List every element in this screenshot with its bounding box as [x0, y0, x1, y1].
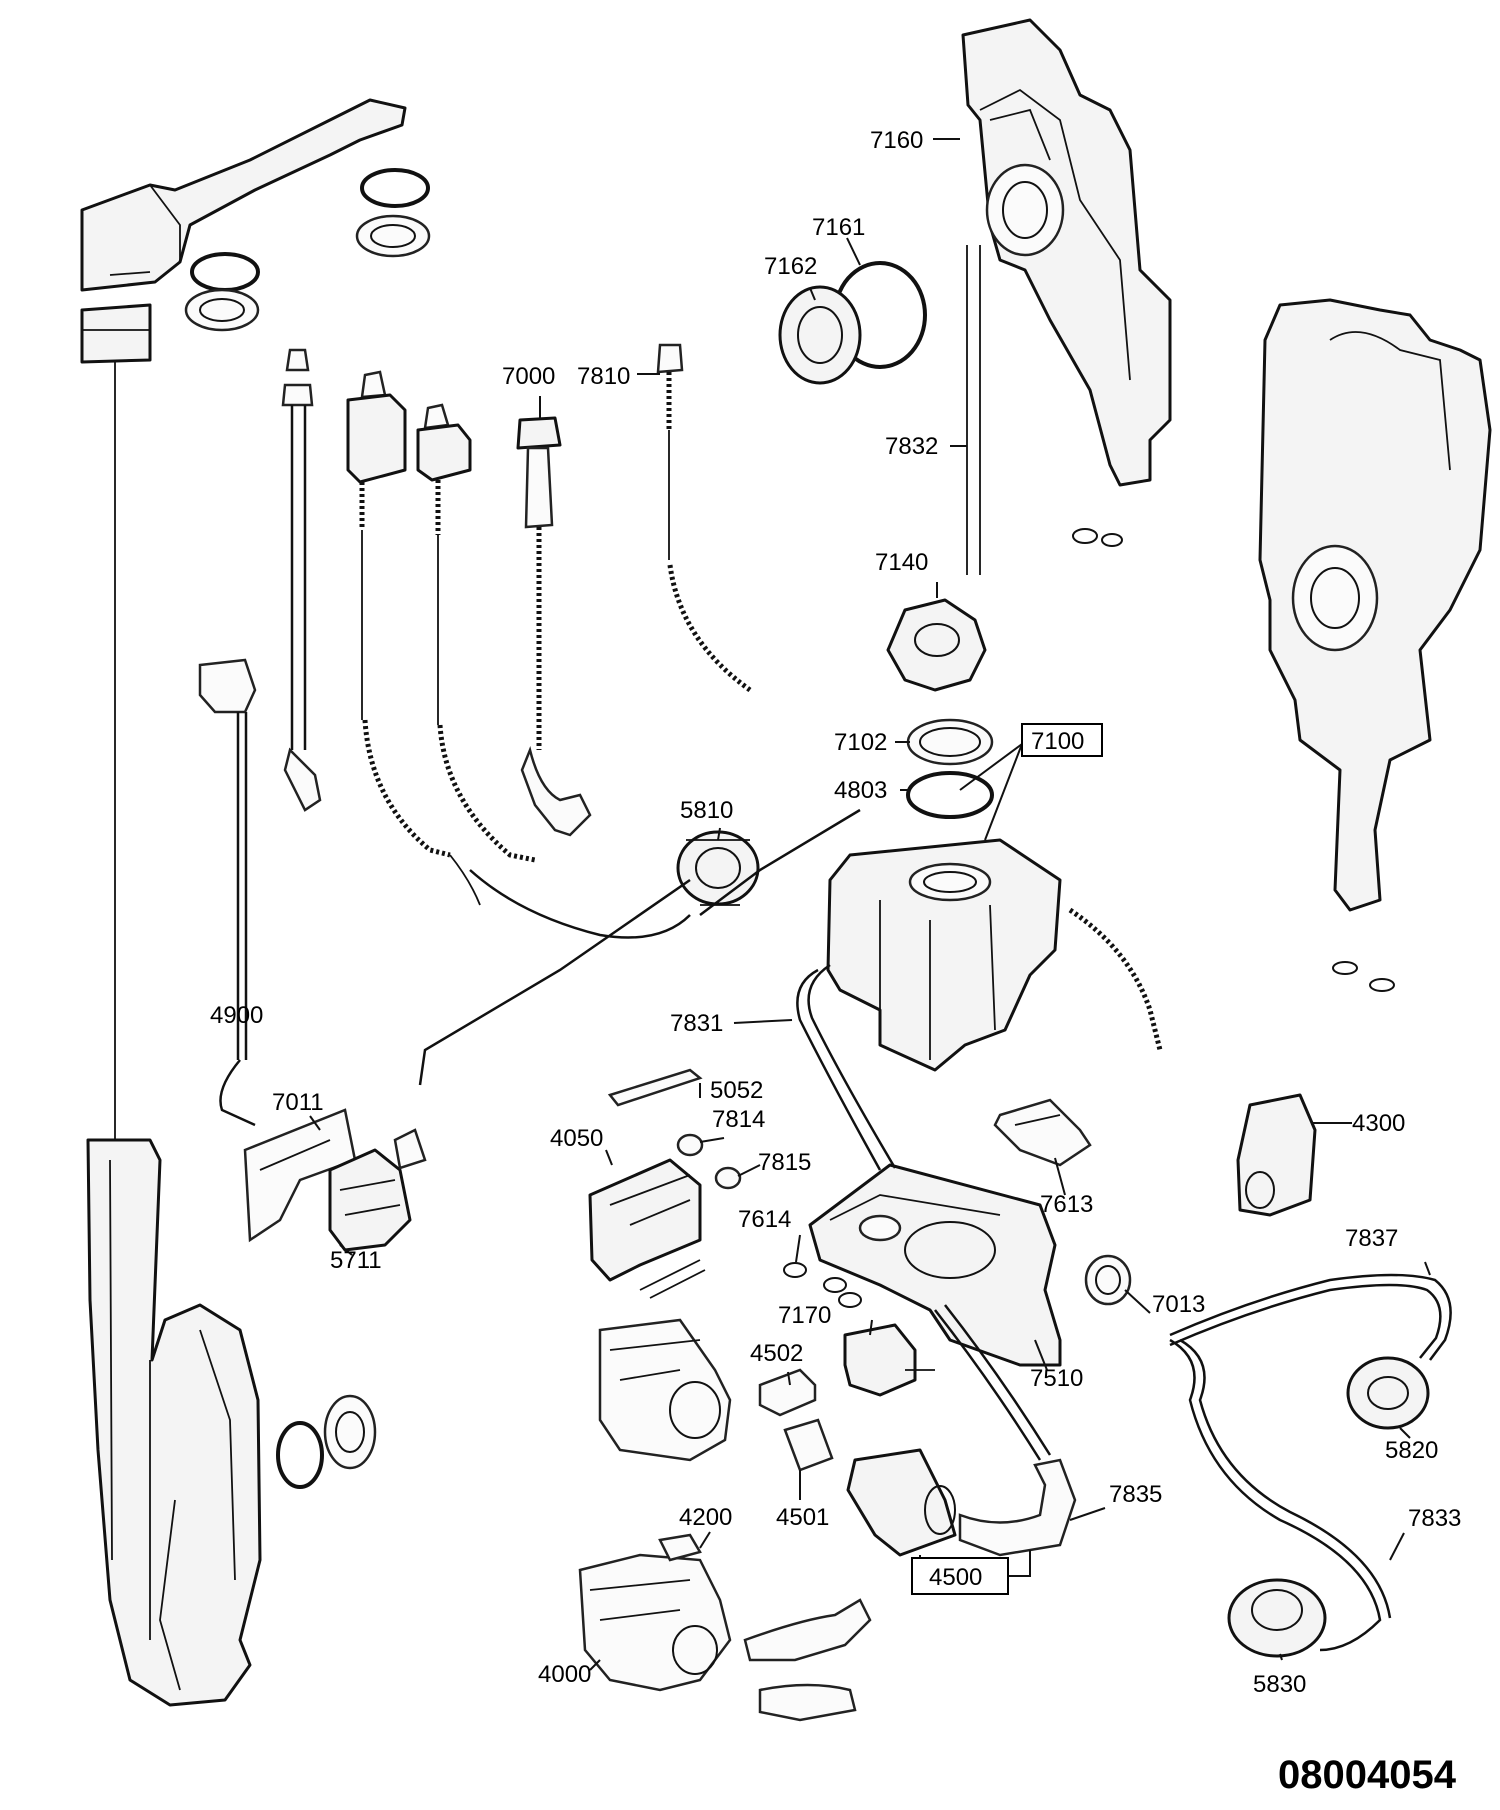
label-7614: 7614	[738, 1206, 791, 1233]
part-4200	[658, 1533, 702, 1562]
label-7013: 7013	[1152, 1291, 1205, 1318]
part-7170	[843, 1323, 935, 1397]
clamp-7814	[676, 1133, 704, 1157]
water-pocket-7160	[961, 18, 1172, 487]
label-7100: 7100	[1031, 728, 1084, 755]
label-5052: 5052	[710, 1077, 763, 1104]
left-seal-rings	[276, 1394, 377, 1489]
label-box-7100	[1021, 723, 1103, 757]
small-bracket	[639, 1259, 706, 1299]
label-7510: 7510	[1030, 1365, 1083, 1392]
label-4500: 4500	[929, 1564, 982, 1591]
label-5830: 5830	[1253, 1671, 1306, 1698]
seal-rings-top-left	[184, 168, 431, 332]
label-7140: 7140	[875, 549, 928, 576]
part-5830	[1227, 1578, 1327, 1658]
hose-right-of-7100	[1068, 907, 1163, 1051]
part-4502	[758, 1368, 817, 1417]
label-box-4500	[911, 1557, 1009, 1595]
hose-7837	[1169, 1273, 1452, 1361]
circulation-pump	[598, 1318, 732, 1462]
valve-bracket-7011	[243, 1108, 357, 1243]
small-inlet-hose	[281, 348, 322, 812]
sump-7510	[808, 1163, 1062, 1367]
label-7815: 7815	[758, 1149, 811, 1176]
label-7162: 7162	[764, 253, 817, 280]
label-4000: 4000	[538, 1661, 591, 1688]
right-side-panel	[1258, 298, 1492, 912]
hose-sump-to-heater	[934, 1304, 1052, 1461]
label-7613: 7613	[1040, 1191, 1093, 1218]
hose-7833	[1169, 1338, 1392, 1652]
left-lower-duct	[86, 1138, 262, 1707]
label-4502: 4502	[750, 1340, 803, 1367]
label-7170: 7170	[778, 1302, 831, 1329]
part-4300	[1236, 1093, 1317, 1217]
label-7160: 7160	[870, 127, 923, 154]
part-4501	[783, 1418, 834, 1472]
seal-7161-7162	[778, 261, 927, 385]
inlet-valve-5711	[328, 1128, 427, 1252]
part-5052	[607, 1068, 703, 1107]
salt-container-7100	[826, 838, 1062, 1072]
salt-cap-7140	[886, 598, 987, 692]
label-7835: 7835	[1109, 1481, 1162, 1508]
label-4501: 4501	[776, 1504, 829, 1531]
drain-hoses	[743, 1598, 872, 1722]
small-rings-right	[1332, 961, 1395, 992]
label-7000: 7000	[502, 363, 555, 390]
water-inlet-line	[418, 878, 691, 1086]
label-7814: 7814	[712, 1106, 765, 1133]
power-plug-cable	[198, 658, 257, 1127]
label-4300: 4300	[1352, 1110, 1405, 1137]
label-5810: 5810	[680, 797, 733, 824]
flow-meter-5810	[676, 830, 760, 906]
small-seals-7614	[783, 1262, 862, 1308]
label-7831: 7831	[670, 1010, 723, 1037]
inlet-hose-7000	[516, 416, 592, 837]
hose-7835	[958, 1458, 1077, 1557]
label-5711: 5711	[330, 1247, 382, 1274]
ring-4803	[906, 771, 994, 819]
leader-lines	[309, 138, 1431, 1671]
clamp-7815	[714, 1166, 742, 1190]
drain-pump-4000	[578, 1553, 732, 1692]
label-7810: 7810	[577, 363, 630, 390]
label-7161: 7161	[812, 214, 865, 241]
small-rings-7160	[1072, 528, 1123, 547]
label-7832: 7832	[885, 433, 938, 460]
label-7102: 7102	[834, 729, 887, 756]
part-number-labels: 7160 7161 7162 7000 7810 7832 7140 7102 …	[210, 127, 1461, 1698]
diagram-code: 08004054	[1278, 1753, 1457, 1797]
label-7837: 7837	[1345, 1225, 1398, 1252]
aquastop-hose-2	[416, 403, 536, 863]
top-duct	[80, 98, 407, 364]
hose-7810	[656, 343, 752, 693]
label-4050: 4050	[550, 1125, 603, 1152]
label-5820: 5820	[1385, 1437, 1438, 1464]
label-4803: 4803	[834, 777, 887, 804]
ring-7013	[1084, 1254, 1132, 1306]
part-7613	[993, 1098, 1092, 1167]
label-4200: 4200	[679, 1504, 732, 1531]
heater-4500	[846, 1448, 957, 1557]
part-4050	[588, 1158, 702, 1282]
pressure-switch-5820	[1346, 1356, 1430, 1430]
ring-7102	[906, 718, 994, 766]
aquastop-hose-1	[346, 370, 481, 906]
wire-harness	[469, 808, 861, 939]
label-7833: 7833	[1408, 1505, 1461, 1532]
tube-7832	[966, 245, 981, 575]
label-7011: 7011	[272, 1089, 324, 1116]
hose-7831	[796, 963, 897, 1171]
label-4900: 4900	[210, 1002, 263, 1029]
